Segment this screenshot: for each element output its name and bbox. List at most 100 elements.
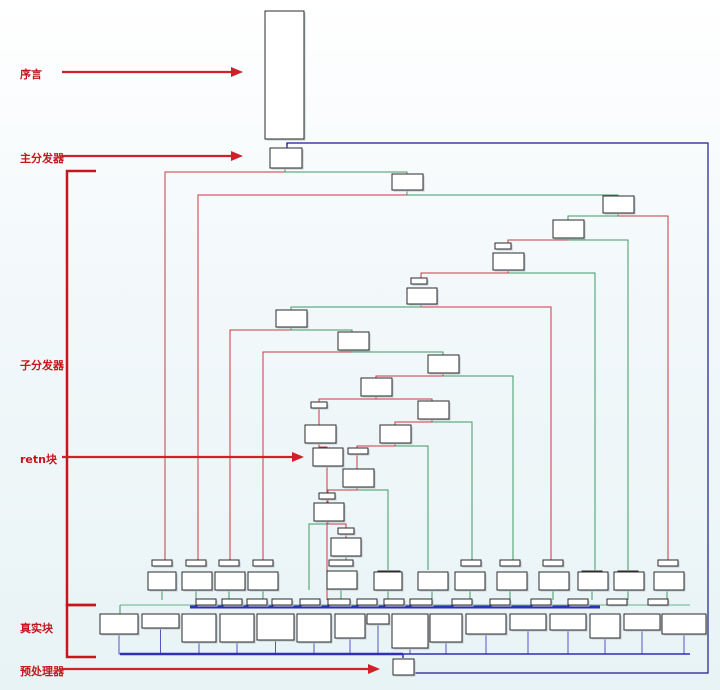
real-block: [99, 613, 139, 635]
real-block: [181, 613, 217, 643]
sub-dispatcher-block: [147, 571, 177, 591]
sub-dispatcher-block: [410, 277, 428, 285]
real-block: [219, 613, 255, 643]
sub-dispatcher-block: [304, 424, 337, 444]
sub-dispatcher-block: [337, 331, 370, 351]
sub-dispatcher-block: [330, 537, 362, 557]
sub-dispatcher-block: [312, 447, 344, 467]
sub-dispatcher-block: [151, 559, 173, 567]
jump-stub-block: [299, 598, 321, 606]
real-block-edge: [275, 640, 403, 655]
sub-dispatcher-block: [538, 571, 570, 591]
branch-edge: [420, 304, 552, 560]
real-block: [549, 613, 587, 631]
label-main-dispatcher: 主分发器: [20, 152, 64, 165]
sub-dispatcher-block: [181, 571, 213, 591]
sub-dispatcher-block: [417, 400, 450, 420]
sub-dispatcher-block: [613, 571, 645, 591]
branch-edge: [164, 168, 286, 560]
branch-edge: [356, 487, 389, 570]
sub-dispatcher-block: [454, 571, 486, 591]
branch-edge: [308, 521, 329, 590]
retn-block-arrow-head: [292, 452, 304, 462]
real-block: [623, 613, 661, 631]
sub-dispatcher-block: [326, 570, 358, 590]
jump-stub-block: [246, 598, 268, 606]
sub-dispatcher-block: [214, 571, 246, 591]
jump-stub-block: [356, 598, 378, 606]
sub-dispatcher-block: [602, 195, 635, 214]
jump-stub-block: [567, 598, 589, 606]
branch-edge: [197, 190, 408, 560]
sub-dispatcher-block: [328, 559, 354, 567]
real-block: [256, 613, 295, 641]
sub-dispatcher-block: [494, 242, 512, 250]
branch-edge: [394, 443, 429, 570]
sub-dispatcher-block: [653, 571, 685, 591]
branch-edge: [431, 419, 473, 560]
real-block: [509, 613, 547, 631]
branch-edge: [290, 304, 422, 310]
label-retn-block: retn块: [20, 453, 57, 466]
sub-dispatcher-block: [310, 401, 328, 409]
jump-stub-block: [271, 598, 293, 606]
sub-dispatcher-block: [427, 354, 460, 374]
sub-dispatcher-block: [496, 571, 528, 591]
sub-dispatcher-block: [252, 559, 274, 567]
branch-edge: [229, 327, 292, 560]
real-block: [465, 613, 507, 635]
sub-dispatcher-block: [185, 559, 207, 567]
label-real-blocks: 真实块: [20, 622, 53, 635]
jump-stub-block: [489, 598, 511, 606]
real-block: [141, 613, 180, 629]
branch-edge: [567, 238, 629, 570]
label-preprocessor: 预处理器: [20, 665, 64, 678]
jump-stub-block: [530, 598, 552, 606]
jump-stub-block: [327, 598, 351, 606]
sub-dispatcher-block: [373, 571, 403, 591]
sub-dispatcher-block: [499, 559, 521, 567]
real-block: [366, 613, 390, 625]
sub-dispatcher-block: [542, 559, 564, 567]
real-block-edge: [198, 642, 403, 655]
sub-dispatcher-block: [318, 492, 336, 500]
sub-dispatcher-block: [417, 571, 449, 591]
jump-stub-block: [647, 598, 669, 606]
real-blocks-bracket: [65, 603, 96, 659]
sub-dispatcher-block: [313, 502, 345, 522]
sub-dispatcher-block: [577, 571, 609, 591]
back-edge-loop: [286, 142, 709, 674]
jump-stub-block: [451, 598, 473, 606]
real-block: [589, 613, 621, 639]
jump-stub-block: [409, 598, 433, 606]
preprocessor-arrow-head: [368, 664, 380, 674]
real-block: [429, 613, 463, 643]
label-prologue: 序言: [20, 68, 42, 81]
sub-dispatcher-block: [347, 447, 369, 455]
sub-dispatcher-block: [391, 173, 424, 191]
sub-dispatcher-block: [406, 287, 438, 305]
sub-dispatcher-block: [379, 424, 412, 444]
main-dispatcher-arrow-head: [231, 151, 243, 161]
sub-dispatcher-block: [337, 527, 355, 535]
sub-dispatcher-block: [552, 219, 585, 239]
branch-edge: [617, 213, 669, 560]
sub-dispatcher-block: [492, 252, 525, 271]
main-dispatcher-block: [269, 147, 303, 169]
branch-edge: [442, 373, 514, 560]
sub-dispatcher-block: [657, 559, 679, 567]
branch-edge: [406, 190, 619, 196]
real-block-edge: [313, 642, 403, 655]
label-sub-dispatcher: 子分发器: [20, 359, 64, 372]
real-block: [296, 613, 332, 643]
preprocessor-block: [392, 658, 415, 676]
sub-dispatcher-block: [360, 377, 393, 397]
jump-stub-block: [221, 598, 243, 606]
sub-dispatcher-bracket: [65, 169, 96, 607]
prologue-arrow-head: [231, 67, 243, 77]
jump-stub-block: [195, 598, 217, 606]
sub-dispatcher-block: [342, 468, 375, 488]
sub-dispatcher-block: [275, 309, 308, 328]
